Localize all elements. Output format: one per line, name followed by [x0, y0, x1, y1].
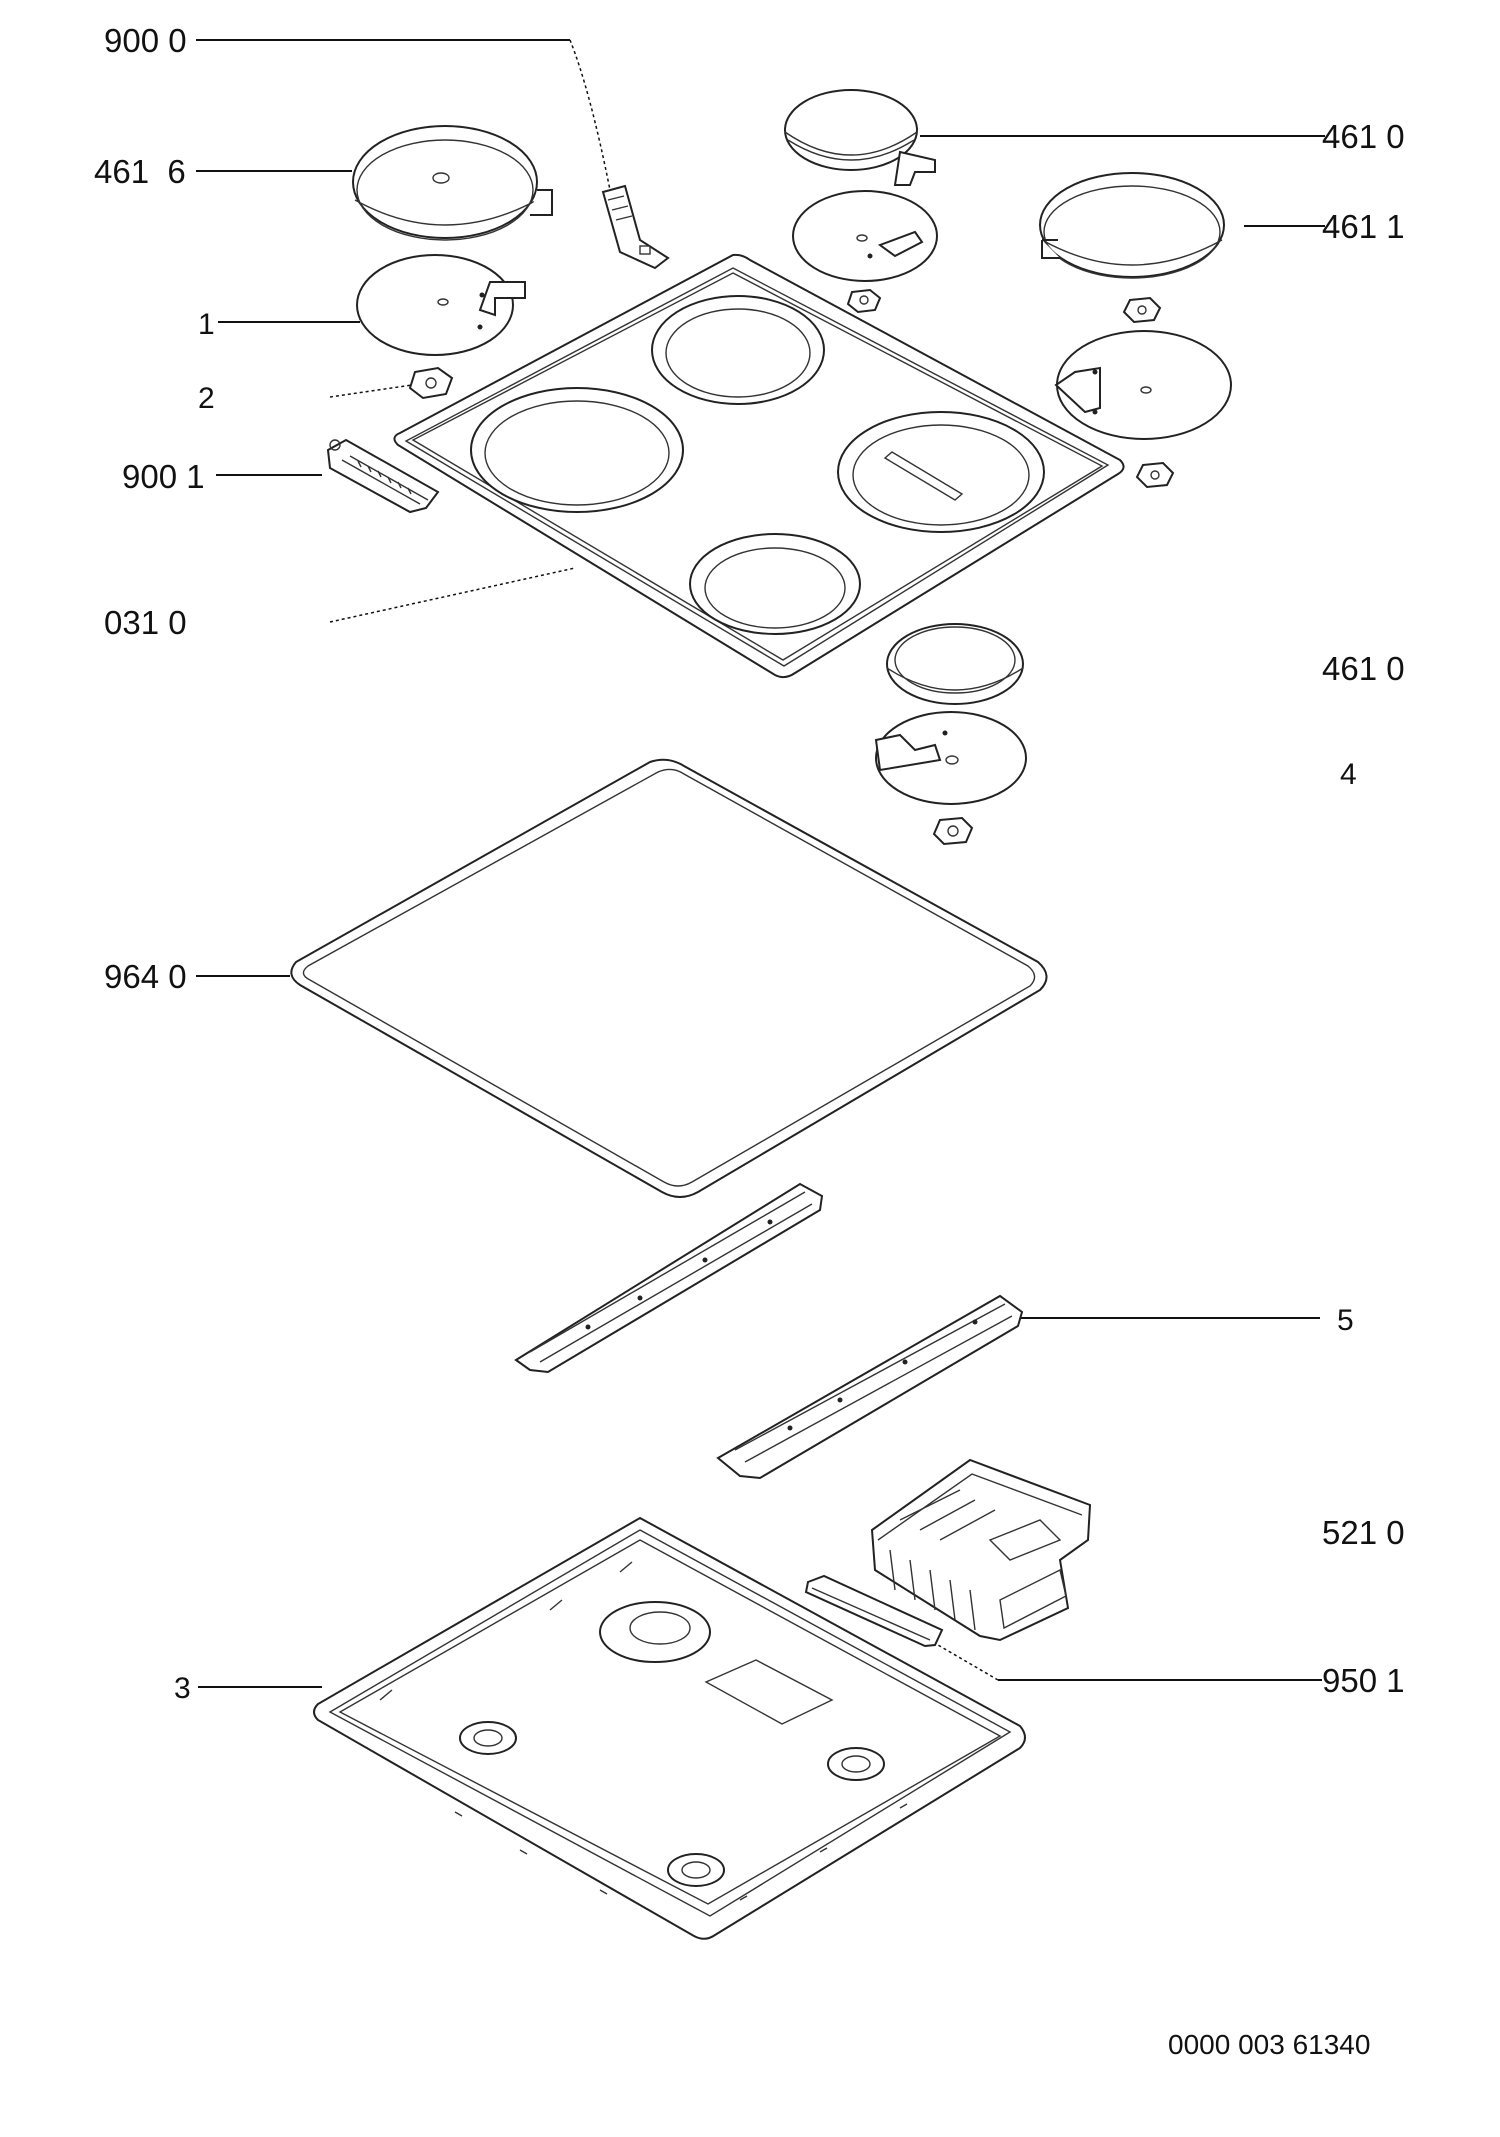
label-2: 2 — [198, 382, 215, 415]
hob-top-031-0 — [393, 253, 1125, 679]
support-plate-4 — [874, 711, 1027, 805]
rail-lower-5 — [716, 1294, 1024, 1480]
heating-plate-461-1 — [1039, 172, 1225, 279]
drawing-number: 0000 003 61340 — [1168, 2029, 1370, 2060]
support-plate-right — [1054, 330, 1232, 440]
fixing-nut-right-bottom — [1135, 461, 1175, 489]
label-521-0: 521 0 — [1322, 1514, 1405, 1551]
bottom-tray-3 — [313, 1516, 1026, 1940]
label-900-0: 900 0 — [104, 22, 187, 59]
fixing-nut-center — [846, 288, 882, 314]
label-461-6: 461 6 — [94, 153, 186, 190]
label-461-0-middle: 461 0 — [1322, 650, 1405, 687]
label-964-0: 964 0 — [104, 958, 187, 995]
label-4: 4 — [1340, 758, 1357, 791]
control-module-521-0 — [870, 1458, 1092, 1642]
label-950-1: 950 1 — [1322, 1662, 1405, 1699]
terminal-block-900-1 — [326, 438, 440, 514]
label-900-1: 900 1 — [122, 458, 205, 495]
label-031-0: 031 0 — [104, 604, 187, 641]
support-plate-1 — [356, 254, 526, 356]
heating-plate-461-0-top — [784, 89, 936, 186]
leader-lines — [196, 39, 1325, 1688]
heating-plate-461-6 — [352, 125, 553, 241]
leader-031-0 — [329, 567, 576, 623]
bracket-900-0 — [601, 184, 670, 270]
label-1: 1 — [198, 308, 215, 341]
leader-900-0-dashed — [569, 39, 611, 191]
fixing-nut-4 — [932, 816, 974, 846]
label-3: 3 — [174, 1672, 191, 1705]
label-461-0-top: 461 0 — [1322, 118, 1405, 155]
leader-2 — [329, 384, 413, 398]
heating-plate-461-0-middle — [886, 623, 1024, 705]
support-plate-center — [792, 190, 938, 282]
leader-950-1-dashed — [937, 1644, 999, 1681]
fixing-nut-2 — [408, 366, 454, 400]
terminal-strip-950-1 — [804, 1574, 944, 1648]
label-5: 5 — [1337, 1304, 1354, 1337]
gasket-964-0 — [290, 758, 1048, 1198]
rail-upper — [514, 1182, 824, 1374]
label-461-1: 461 1 — [1322, 208, 1405, 245]
fixing-nut-right-top — [1122, 296, 1162, 324]
